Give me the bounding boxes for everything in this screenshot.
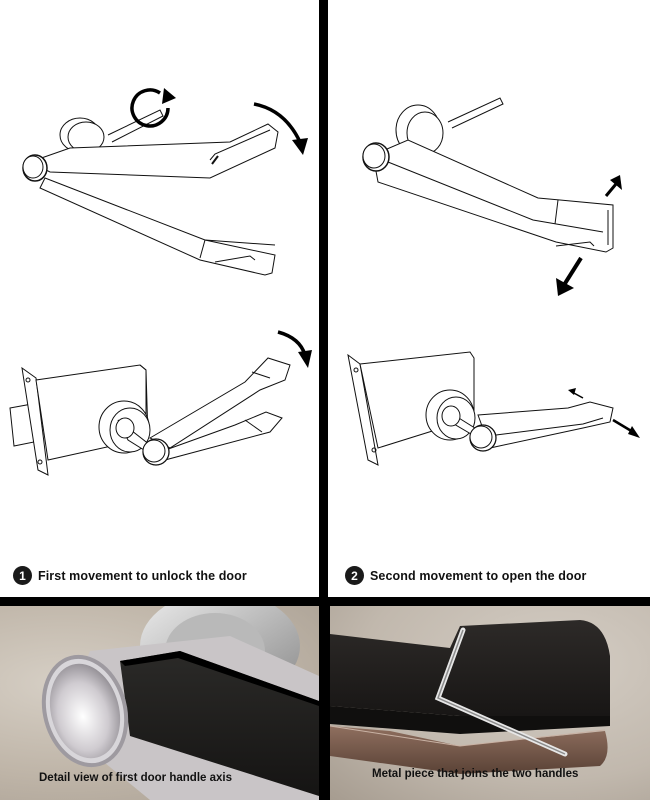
detail-caption: Detail view of first door handle axis [39, 772, 232, 784]
curved-down-arrow-icon [277, 330, 312, 368]
step-2-caption: 2 Second movement to open the door [345, 566, 586, 585]
step-2-lock-diagram [328, 340, 650, 480]
step-caption-text: Second movement to open the door [370, 568, 587, 583]
step-caption-text: First movement to unlock the door [38, 568, 247, 583]
step-2-handle-diagram [328, 60, 650, 310]
step-1-handle-diagram [0, 60, 319, 280]
arrow-up-right-icon [604, 175, 622, 197]
double-arrow-icon [568, 388, 640, 438]
detail-caption: Metal piece that joins the two handles [372, 768, 579, 780]
step-1-lock-diagram [0, 320, 319, 490]
arrow-down-left-icon [556, 256, 583, 296]
step-1-panel: 1 First movement to unlock the door [0, 0, 319, 597]
step-number-badge: 2 [345, 566, 364, 585]
step-2-panel: 2 Second movement to open the door [328, 0, 650, 597]
curved-down-arrow-icon [253, 102, 308, 155]
step-number-badge: 1 [13, 566, 32, 585]
rotate-clockwise-arrow-icon [130, 88, 176, 128]
detail-photo-joining-piece: Metal piece that joins the two handles [330, 606, 650, 800]
step-1-caption: 1 First movement to unlock the door [13, 566, 247, 585]
detail-photo-handle-axis: Detail view of first door handle axis [0, 606, 319, 800]
